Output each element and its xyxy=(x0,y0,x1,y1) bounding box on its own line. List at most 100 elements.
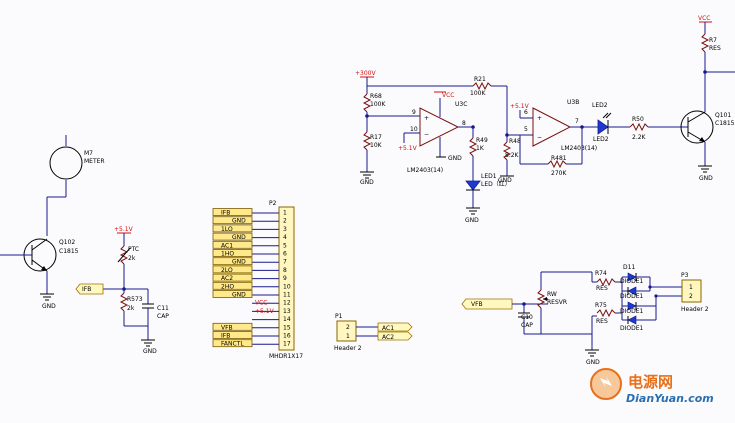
vfb-port-label: VFB xyxy=(471,301,483,308)
u3c-stage: +300V R68 100K R17 10K GND + − 9 10 8 U3… xyxy=(355,70,473,186)
p2-net-label: GND xyxy=(232,218,246,225)
p1-ac2: AC2 xyxy=(382,334,394,341)
p2-pin-number: 2 xyxy=(283,218,287,225)
vcc-label-u3c: VCC xyxy=(442,92,454,99)
p3-name: Header 2 xyxy=(681,306,709,313)
p2-net-tag xyxy=(212,216,253,225)
p2-net-label: IFB xyxy=(221,333,230,340)
p2-pin-number: 3 xyxy=(283,226,287,233)
p2-net-label: FANCTL xyxy=(221,341,244,348)
u3b-pin7: 7 xyxy=(575,118,579,125)
p2-net-label: IFB xyxy=(221,210,230,217)
r481-ref: R481 xyxy=(551,155,567,162)
led1-ref: LED1 xyxy=(481,173,497,180)
r7-ref: R7 xyxy=(709,37,717,44)
ptc-value: 2k xyxy=(128,255,136,262)
p2-net-tag xyxy=(212,249,253,257)
ifb-port-left: IFB xyxy=(75,283,104,295)
p2-row: IFB 1 xyxy=(212,208,287,217)
p3-pin-2: 2 xyxy=(689,293,693,300)
led2-value: LED2 xyxy=(593,136,609,143)
d11-ref: D11 xyxy=(623,264,635,271)
p2-net-label: 1LO xyxy=(221,226,233,233)
p1-pin-2: 2 xyxy=(346,324,350,331)
r48-ref: R48 xyxy=(509,138,521,145)
p2-pin-number: 10 xyxy=(283,283,291,290)
p2-net-label: 2HO xyxy=(221,283,234,290)
p2-net-label: +5.1V xyxy=(255,308,275,315)
gnd-label: GND xyxy=(42,303,56,310)
u3b-ref: U3B xyxy=(567,99,579,106)
header-p1: P1 2 1 AC1 AC2 Header 2 xyxy=(334,313,413,352)
p2-net-tag xyxy=(212,208,253,216)
p2-ref: P2 xyxy=(269,200,277,207)
m7-ref: M7 xyxy=(84,150,93,157)
r49-value: 1K xyxy=(476,145,485,152)
r7-value: RES xyxy=(709,45,721,52)
p2-pin-number: 9 xyxy=(283,275,287,282)
led1-value: LED（红） xyxy=(481,180,511,188)
transistor-q102: Q102 C1815 xyxy=(0,238,79,294)
p1-ref: P1 xyxy=(335,313,343,320)
r17-value: 10K xyxy=(370,142,383,149)
r573-ref: R573 xyxy=(127,296,143,303)
r50-value: 2.2K xyxy=(632,134,647,141)
watermark: 电源网 DianYuan.com xyxy=(590,368,714,405)
q102-value: C1815 xyxy=(59,248,79,255)
p1-ac1: AC1 xyxy=(382,325,394,332)
p2-row: 1LO 3 xyxy=(212,224,287,233)
p2-net-tag xyxy=(212,290,253,298)
q101-ref: Q101 xyxy=(715,112,731,119)
gnd-label: GND xyxy=(498,177,512,184)
r68-ref: R68 xyxy=(370,93,382,100)
p3-pin-1: 1 xyxy=(689,284,693,291)
u3c-value: LM2403(14) xyxy=(407,167,443,174)
p2-row: 2LO 8 xyxy=(212,265,287,274)
d11-value: DIODE1 xyxy=(620,278,644,285)
diode-a-value: DIODE1 xyxy=(620,293,644,300)
gnd-label: GND xyxy=(360,179,374,186)
u3c-minus: − xyxy=(424,131,429,138)
u3c-plus: + xyxy=(424,115,429,122)
p2-pin-number: 1 xyxy=(283,210,287,217)
p2-net-label: GND xyxy=(232,292,246,299)
u3b-value: LM2403(14) xyxy=(561,145,597,152)
vcc-label-top: VCC xyxy=(698,15,710,22)
p3-ref: P3 xyxy=(681,272,689,279)
c10-ref: C10 xyxy=(521,314,533,321)
p2-net-label: AC2 xyxy=(221,275,233,282)
p2-pin-number: 8 xyxy=(283,267,287,274)
u3c-pin8: 8 xyxy=(462,120,466,127)
p2-net-label: GND xyxy=(232,234,246,241)
p2-pin-number: 4 xyxy=(283,234,287,241)
ifb-port-label: IFB xyxy=(82,286,91,293)
ptc-network: +5.1V PTC 2k R573 2k C11 CAP GND xyxy=(103,226,169,355)
m7-value: METER xyxy=(84,158,105,165)
u3c-pin9: 9 xyxy=(412,109,416,116)
p2-pin-number: 16 xyxy=(283,333,291,340)
p2-net-tag xyxy=(212,224,253,233)
p2-net-label: VCC xyxy=(255,300,267,307)
p2-net-label: 2LO xyxy=(221,267,233,274)
r21-value: 100K xyxy=(470,90,486,97)
gnd-label: GND xyxy=(699,175,713,182)
p2-net-tag xyxy=(212,281,253,290)
p2-net-label: VFB xyxy=(221,324,233,331)
v51-label-u3b: +5.1V xyxy=(510,103,530,110)
p2-net-tag xyxy=(212,232,253,241)
r21-r49-led1: R21 100K R49 1K LED1 LED（红） GND GND xyxy=(465,76,514,224)
p2-pin-number: 14 xyxy=(283,316,291,323)
watermark-en: DianYuan.com xyxy=(626,392,714,405)
u3b-pin6: 6 xyxy=(524,109,528,116)
gnd-label: GND xyxy=(143,348,157,355)
r17-ref: R17 xyxy=(370,134,382,141)
